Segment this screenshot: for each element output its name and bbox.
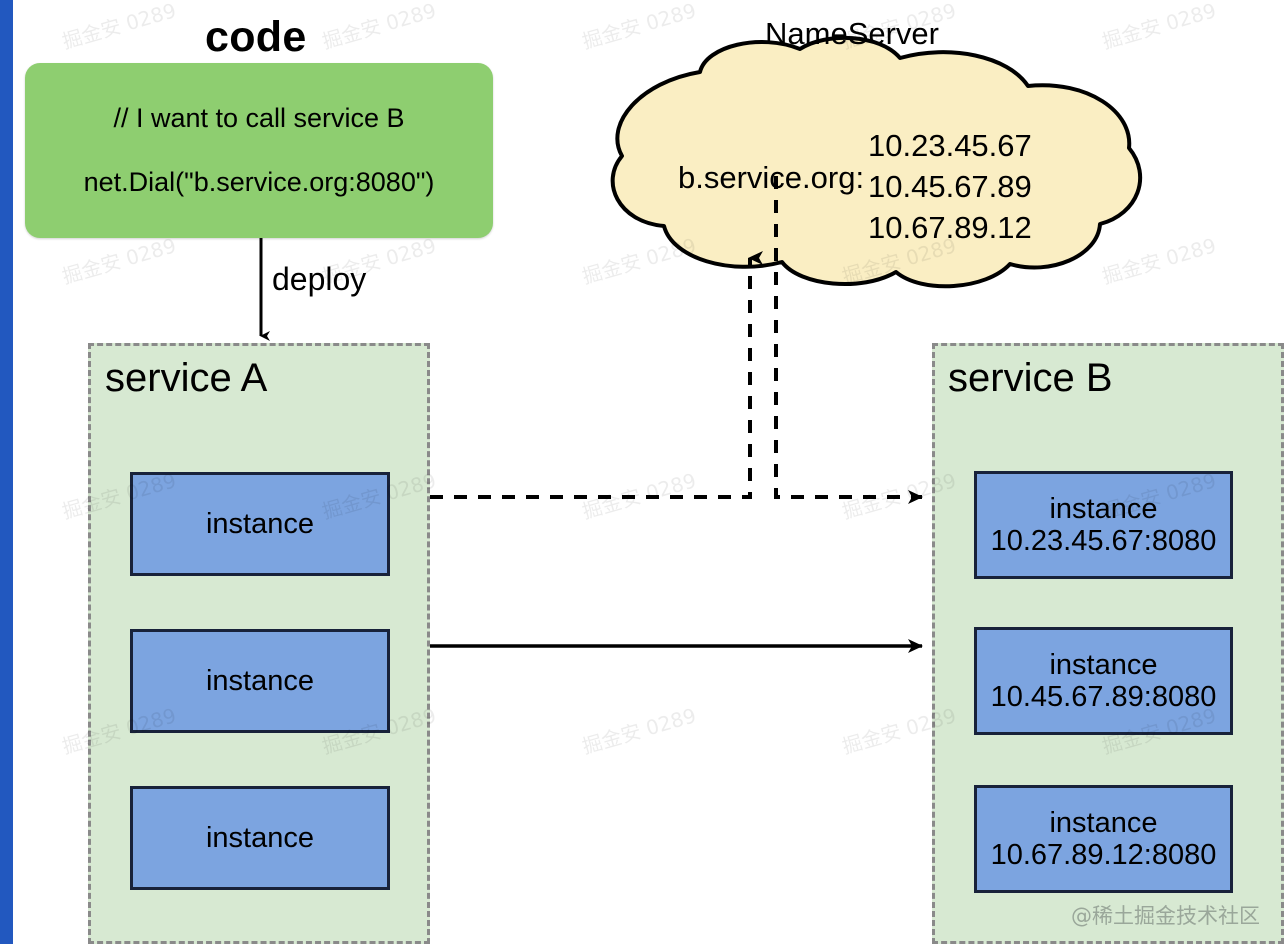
service-a-instance-3[interactable]: instance [130,786,390,890]
instance-label: instance [205,664,314,697]
service-a-instance-1[interactable]: instance [130,472,390,576]
nameserver-cloud-shape [610,35,1143,289]
instance-address: 10.23.45.67:8080 [990,525,1217,557]
left-accent-rail [0,0,13,944]
code-section-title: code [205,13,307,61]
lookup-connector [430,251,763,499]
service-a-instance-2[interactable]: instance [130,629,390,733]
instance-label: instance [1049,648,1158,681]
nameserver-ip-0: 10.23.45.67 [868,128,1032,163]
deploy-edge-label: deploy [272,261,367,297]
instance-label: instance [205,821,314,854]
service-b-instance-1[interactable]: instance 10.23.45.67:8080 [974,471,1233,579]
nameserver-title: NameServer [765,16,939,51]
instance-address: 10.45.67.89:8080 [990,681,1217,713]
instance-label: instance [205,507,314,540]
code-call-line: net.Dial("b.service.org:8080") [83,166,435,197]
nameserver-ip-1: 10.45.67.89 [868,168,1032,204]
service-b-instance-3[interactable]: instance 10.67.89.12:8080 [974,785,1233,893]
nameserver-ip-2: 10.67.89.12 [868,209,1032,245]
service-a-title: service A [105,356,268,400]
credit-watermark: @稀土掘金技术社区 [1071,904,1260,928]
resolve-connector [774,176,923,504]
code-comment-line: // I want to call service B [113,102,405,133]
instance-label: instance [1049,492,1158,525]
nameserver-record-values: 10.23.45.67 10.45.67.89 10.67.89.12 [868,126,1032,249]
nameserver-record-key: b.service.org: [678,160,865,195]
instance-address: 10.67.89.12:8080 [990,839,1217,871]
code-box: // I want to call service B net.Dial("b.… [25,63,493,238]
service-b-instance-2[interactable]: instance 10.45.67.89:8080 [974,627,1233,735]
service-b-title: service B [948,356,1113,400]
instance-label: instance [1049,806,1158,839]
